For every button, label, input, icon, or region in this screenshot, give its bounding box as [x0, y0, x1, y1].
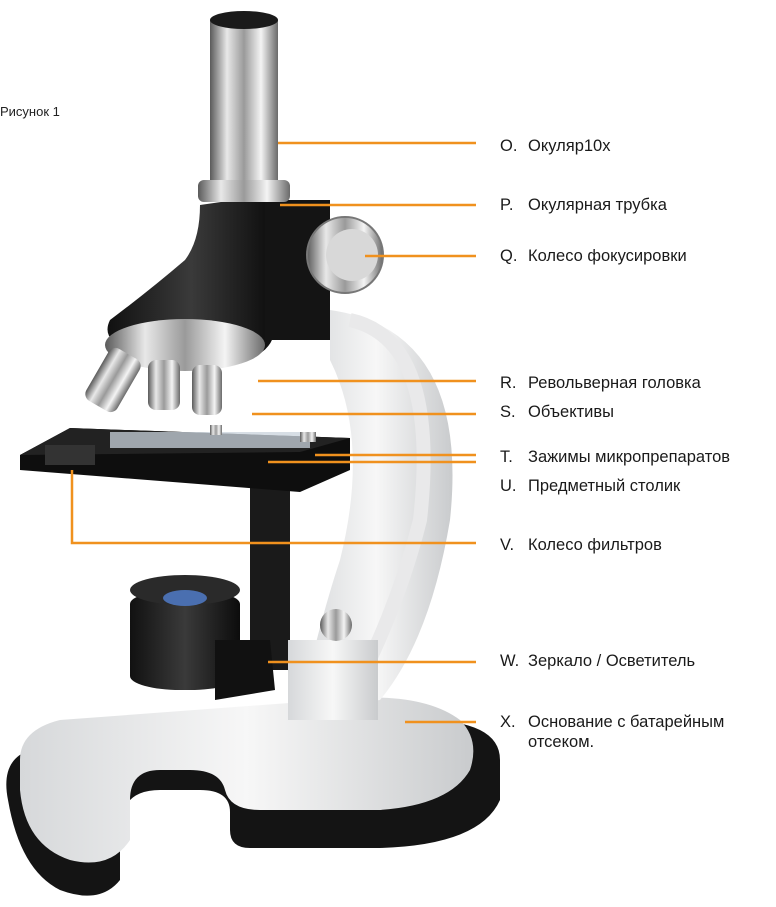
callout-text: Объективы: [528, 402, 614, 422]
callout-text: Зажимы микропрепаратов: [528, 447, 730, 467]
callout-letter: W.: [500, 651, 528, 671]
callout-label: Q.Колесо фокусировки: [500, 246, 687, 266]
callout-letter: P.: [500, 195, 528, 215]
callout-label: V.Колесо фильтров: [500, 535, 662, 555]
callout-label: R.Револьверная головка: [500, 373, 701, 393]
mirror-holder: [215, 640, 275, 700]
callout-letter: U.: [500, 476, 528, 496]
callout-letter: S.: [500, 402, 528, 422]
callout-letter: R.: [500, 373, 528, 393]
callout-text: Предметный столик: [528, 476, 680, 496]
callout-text: Окуляр10x: [528, 136, 610, 156]
callout-text: Окулярная трубка: [528, 195, 667, 215]
callout-label: O.Окуляр10x: [500, 136, 610, 156]
callout-letter: O.: [500, 136, 528, 156]
callout-text: Колесо фокусировки: [528, 246, 687, 266]
callout-text: Револьверная головка: [528, 373, 701, 393]
eyepiece-tube: [210, 20, 278, 195]
side-knob: [320, 609, 352, 641]
callout-text: Зеркало / Осветитель: [528, 651, 695, 671]
filter-wheel: [45, 445, 95, 465]
callout-label: S.Объективы: [500, 402, 614, 422]
stage-clip: [210, 425, 222, 435]
callout-label: U.Предметный столик: [500, 476, 680, 496]
callout-label: T.Зажимы микропрепаратов: [500, 447, 730, 467]
callout-letter: Q.: [500, 246, 528, 266]
callout-label: X.Основание с батарейным отсеком.: [500, 712, 724, 752]
callout-letter: T.: [500, 447, 528, 467]
callout-text: Основание с батарейным отсеком.: [528, 712, 724, 752]
callout-letter: V.: [500, 535, 528, 555]
callout-label: W.Зеркало / Осветитель: [500, 651, 695, 671]
callout-label: P.Окулярная трубка: [500, 195, 667, 215]
callout-text: Колесо фильтров: [528, 535, 662, 555]
callout-letter: X.: [500, 712, 528, 732]
